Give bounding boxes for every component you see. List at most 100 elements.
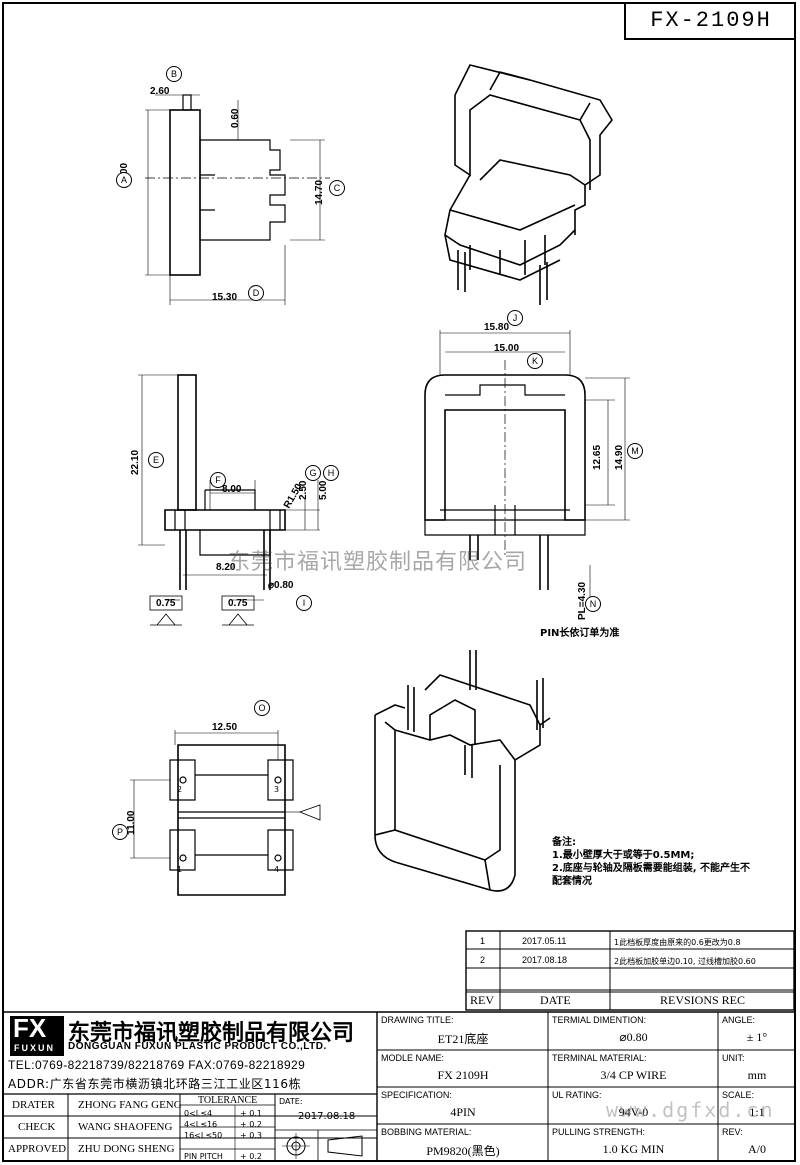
dim-gap2: 0.75 bbox=[228, 598, 248, 609]
dim-d: 15.30 bbox=[212, 292, 238, 303]
revision-rev: 1 bbox=[480, 936, 486, 946]
callout-h: H bbox=[323, 465, 339, 481]
revision-rec: 1此档板厚度由原来的0.6更改为0.8 bbox=[614, 938, 741, 947]
callout-a: A bbox=[116, 172, 132, 188]
note-item: 2.底座与轮轴及隔板需要能组装, 不能产生不 bbox=[552, 863, 751, 874]
revision-header-rev: REV bbox=[470, 993, 494, 1007]
terminal-material-value: 3/4 CP WIRE bbox=[600, 1068, 667, 1082]
pin-number-1: 1 bbox=[177, 865, 183, 874]
tolerance-value: + 0.1 bbox=[240, 1109, 262, 1118]
field-label: MODLE NAME: bbox=[381, 1053, 445, 1063]
field-label: TERMIAL DIMENTION: bbox=[552, 1015, 647, 1025]
tolerance-range: 0<L≤4 bbox=[184, 1109, 213, 1118]
tolerance-value: + 0.3 bbox=[240, 1131, 262, 1140]
signoff-role: CHECK bbox=[18, 1121, 56, 1133]
module-name-value: FX 2109H bbox=[437, 1068, 489, 1082]
field-label: BOBBING MATERIAL: bbox=[381, 1127, 472, 1137]
callout-f: F bbox=[210, 472, 226, 488]
dim-f: 8.00 bbox=[222, 484, 242, 495]
signoff-role: APPROVED bbox=[8, 1143, 67, 1155]
angle-value: ± 1° bbox=[746, 1030, 768, 1044]
callout-i: I bbox=[296, 595, 312, 611]
note-item: 配套情况 bbox=[552, 876, 592, 887]
iso-view-bottom bbox=[374, 650, 551, 892]
notes-title: 备注: bbox=[552, 837, 576, 848]
front-view-mid bbox=[138, 374, 320, 626]
unit-value: mm bbox=[747, 1068, 767, 1082]
dim-e: 22.10 bbox=[130, 449, 141, 475]
field-label: ANGLE: bbox=[722, 1015, 756, 1025]
dim-top-slot: 0.60 bbox=[230, 108, 241, 128]
ul-rating-value: 94V-0 bbox=[618, 1105, 649, 1119]
callout-m: M bbox=[627, 443, 643, 459]
dim-j: 15.80 bbox=[484, 322, 510, 333]
callout-o: O bbox=[254, 700, 270, 716]
drawing-number: FX-2109H bbox=[624, 2, 796, 40]
signoff-name: ZHU DONG SHENG bbox=[78, 1143, 175, 1155]
signoff-role: DRATER bbox=[12, 1099, 55, 1111]
bottom-view bbox=[130, 730, 321, 896]
dim-g: 2.50 bbox=[298, 480, 309, 500]
field-label: DRAWING TITLE: bbox=[381, 1015, 454, 1025]
pin-number-4: 4 bbox=[274, 865, 280, 874]
revision-rec: 2此档板加胶单边0.10, 过线槽加胶0.60 bbox=[614, 957, 756, 966]
dim-gap1: 0.75 bbox=[156, 598, 176, 609]
dim-c: 14.70 bbox=[314, 179, 325, 205]
specification-value: 4PIN bbox=[450, 1105, 476, 1119]
dim-pin-dia: ⌀0.80 bbox=[268, 580, 294, 591]
callout-c: C bbox=[329, 180, 345, 196]
revision-date: 2017.05.11 bbox=[522, 936, 567, 946]
signoff-name: WANG SHAOFENG bbox=[78, 1121, 173, 1133]
terminal-dimention-value: ⌀0.80 bbox=[619, 1030, 648, 1044]
pin-number-2: 2 bbox=[177, 785, 183, 794]
callout-b: B bbox=[166, 66, 182, 82]
scale-value: 1:1 bbox=[749, 1105, 765, 1119]
callout-e: E bbox=[148, 452, 164, 468]
note-item: 1.最小壁厚大于或等于0.5MM; bbox=[552, 850, 695, 861]
drawing-title-value: ET21底座 bbox=[437, 1032, 489, 1046]
company-address: ADDR:广东省东莞市横沥镇北环路三江工业区116栋 bbox=[8, 1077, 302, 1091]
revision-header-date: DATE bbox=[540, 993, 571, 1007]
dim-pitch: 8.20 bbox=[216, 562, 236, 573]
callout-d: D bbox=[248, 285, 264, 301]
tolerance-value: + 0.2 bbox=[240, 1120, 262, 1129]
dim-m: 14.90 bbox=[614, 444, 625, 470]
company-logo: FX bbox=[13, 1013, 47, 1043]
callout-n: N bbox=[585, 596, 601, 612]
tolerance-range: 16<L≤50 bbox=[184, 1131, 223, 1140]
notes: 备注: 1.最小壁厚大于或等于0.5MM; 2.底座与轮轴及隔板需要能组装, 不… bbox=[552, 836, 792, 888]
field-label: UL RATING: bbox=[552, 1090, 602, 1100]
tolerance-range: 4<L≤16 bbox=[184, 1120, 218, 1129]
iso-view-top bbox=[444, 64, 613, 305]
company-tel: TEL:0769-82218739/82218769 FAX:0769-8221… bbox=[8, 1058, 306, 1072]
revision-header-rec: REVSIONS REC bbox=[660, 993, 746, 1007]
pin-length-note: PIN长依订单为准 bbox=[540, 628, 620, 639]
watermark-text: 东莞市福讯塑胶制品有限公司 bbox=[228, 550, 528, 575]
tolerance-value: + 0.2 bbox=[240, 1152, 262, 1161]
tolerance-range: PIN PITCH bbox=[184, 1152, 223, 1161]
field-label: SPECIFICATION: bbox=[381, 1090, 452, 1100]
dim-b: 2.60 bbox=[150, 86, 170, 97]
date-label: DATE: bbox=[279, 1097, 303, 1106]
field-label: TERMINAL MATERIAL: bbox=[552, 1053, 647, 1063]
pulling-strength-value: 1.0 KG MIN bbox=[602, 1142, 665, 1156]
company-name-en: DONGGUAN FUXUN PLASTIC PRODUCT CO.,LTD. bbox=[68, 1041, 327, 1052]
top-view-mid bbox=[424, 330, 630, 605]
dim-l: 12.65 bbox=[592, 444, 603, 470]
field-label: REV: bbox=[722, 1127, 743, 1137]
title-block-grid bbox=[4, 930, 796, 1162]
callout-p: P bbox=[112, 824, 128, 840]
date-value: 2017.08.18 bbox=[298, 1111, 356, 1122]
dim-h: 5.00 bbox=[318, 480, 329, 500]
pin-number-3: 3 bbox=[274, 785, 280, 794]
callout-k: K bbox=[527, 353, 543, 369]
callout-j: J bbox=[507, 310, 523, 326]
company-logo-sub: FUXUN bbox=[14, 1043, 55, 1053]
side-view-top bbox=[145, 94, 330, 305]
field-label: UNIT: bbox=[722, 1053, 745, 1063]
bobbing-material-value: PM9820(黑色) bbox=[426, 1144, 500, 1158]
callout-g: G bbox=[305, 465, 321, 481]
field-label: PULLING STRENGTH: bbox=[552, 1127, 646, 1137]
revision-rev: 2 bbox=[480, 955, 486, 965]
